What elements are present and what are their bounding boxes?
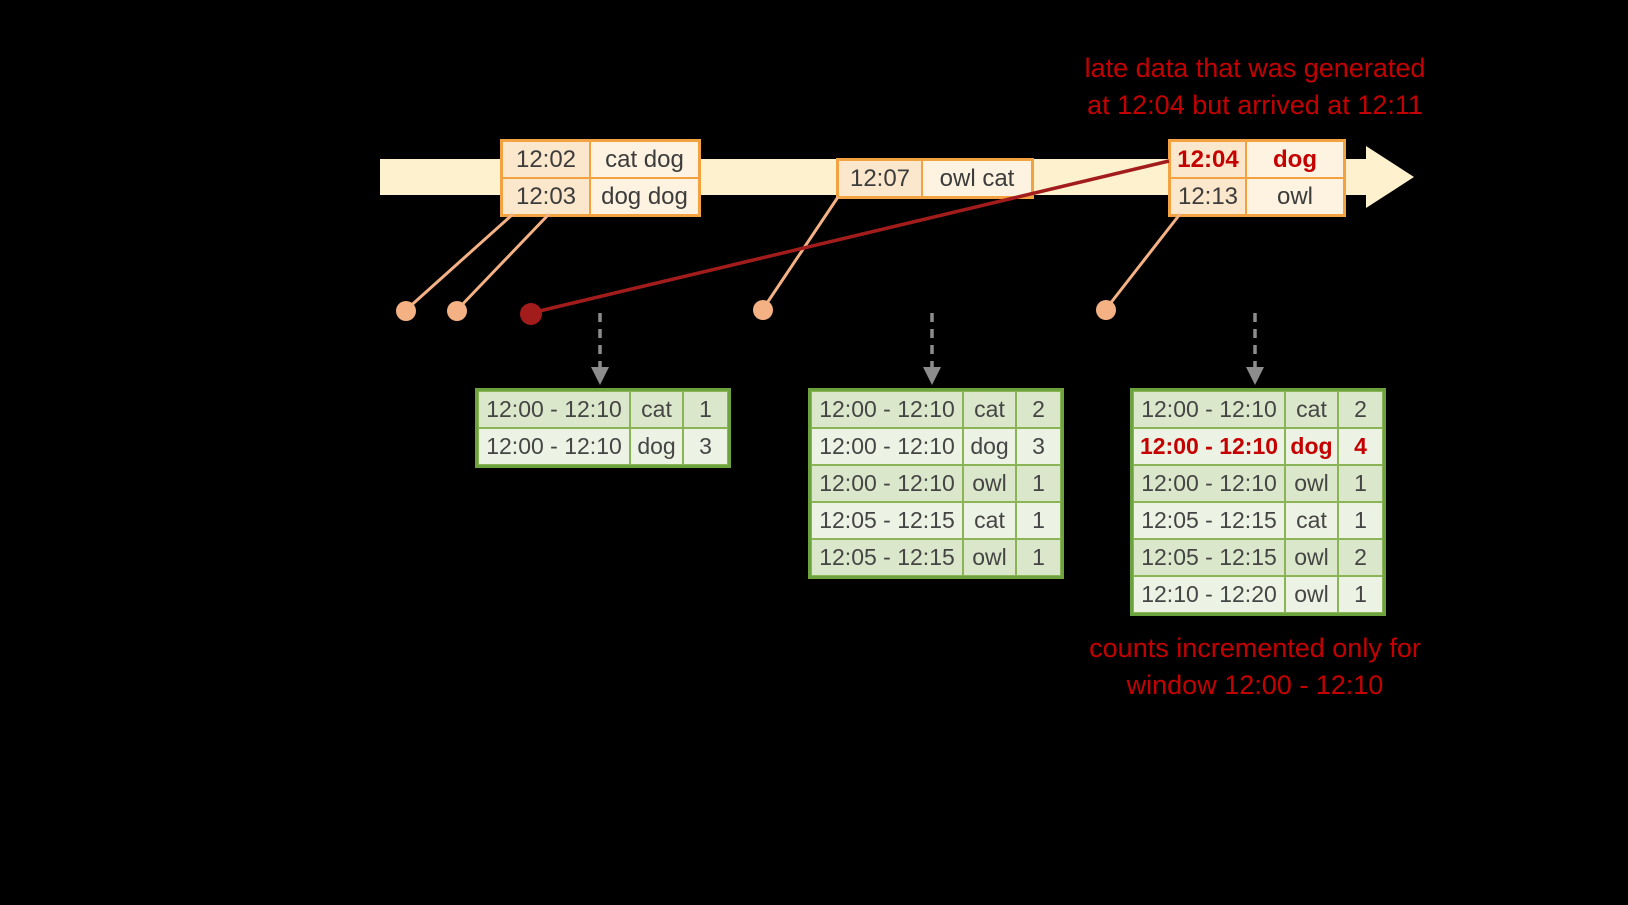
window-cell: 12:05 - 12:15 <box>1133 502 1285 539</box>
table-row: 12:00 - 12:10 cat 1 <box>478 391 728 428</box>
count-cell: 1 <box>1016 465 1061 502</box>
event-row: 12:03 dog dog <box>502 178 699 215</box>
word-cell: owl <box>963 465 1016 502</box>
count-cell: 3 <box>1016 428 1061 465</box>
count-cell: 1 <box>1016 539 1061 576</box>
count-cell: 1 <box>1338 502 1383 539</box>
word-cell: cat <box>963 391 1016 428</box>
window-cell: 12:00 - 12:10 <box>478 428 630 465</box>
word-cell: owl <box>1285 465 1338 502</box>
counts-incremented-annotation-line1: counts incremented only for <box>1089 633 1421 663</box>
window-cell: 12:05 - 12:15 <box>811 502 963 539</box>
window-cell: 12:10 - 12:20 <box>1133 576 1285 613</box>
trigger-arrow-head <box>923 367 941 385</box>
word-cell: cat <box>1285 502 1338 539</box>
table-row: 12:00 - 12:10 owl 1 <box>1133 465 1383 502</box>
event-connector-line <box>404 212 515 312</box>
trigger-arrow-head <box>1246 367 1264 385</box>
event-box-3: 12:04 dog 12:13 owl <box>1168 139 1346 217</box>
event-box-2: 12:07 owl cat <box>836 158 1034 199</box>
table-row: 12:10 - 12:20 owl 1 <box>1133 576 1383 613</box>
counts-incremented-annotation-line2: window 12:00 - 12:10 <box>1126 670 1384 700</box>
event-time: 12:04 <box>1170 141 1246 178</box>
table-row: 12:00 - 12:10 cat 2 <box>811 391 1061 428</box>
word-cell: dog <box>963 428 1016 465</box>
event-row: 12:07 owl cat <box>838 160 1032 197</box>
event-row: 12:13 owl <box>1170 178 1344 215</box>
count-cell: 1 <box>683 391 728 428</box>
word-cell: cat <box>630 391 683 428</box>
updated-late-row: 12:00 - 12:10 dog 4 <box>1133 428 1383 465</box>
trigger-arrow-head <box>591 367 609 385</box>
count-cell: 1 <box>1016 502 1061 539</box>
window-cell: 12:00 - 12:10 <box>811 428 963 465</box>
event-dot <box>1096 300 1116 320</box>
count-cell: 2 <box>1016 391 1061 428</box>
word-cell: dog <box>630 428 683 465</box>
table-row: 12:00 - 12:10 dog 3 <box>811 428 1061 465</box>
word-cell: dog <box>1285 428 1338 465</box>
window-cell: 12:00 - 12:10 <box>811 391 963 428</box>
event-time: 12:07 <box>838 160 922 197</box>
late-data-annotation: late data that was generated at 12:04 bu… <box>1020 50 1490 124</box>
event-words: cat dog <box>590 141 699 178</box>
window-cell: 12:05 - 12:15 <box>1133 539 1285 576</box>
table-row: 12:05 - 12:15 cat 1 <box>1133 502 1383 539</box>
count-cell: 1 <box>1338 465 1383 502</box>
table-row: 12:05 - 12:15 cat 1 <box>811 502 1061 539</box>
event-connector-line <box>455 212 551 312</box>
count-cell: 2 <box>1338 539 1383 576</box>
word-cell: cat <box>963 502 1016 539</box>
count-cell: 1 <box>1338 576 1383 613</box>
count-cell: 3 <box>683 428 728 465</box>
table-row: 12:00 - 12:10 cat 2 <box>1133 391 1383 428</box>
word-cell: owl <box>1285 539 1338 576</box>
event-time: 12:03 <box>502 178 590 215</box>
table-row: 12:05 - 12:15 owl 2 <box>1133 539 1383 576</box>
table-row: 12:05 - 12:15 owl 1 <box>811 539 1061 576</box>
event-box-1: 12:02 cat dog 12:03 dog dog <box>500 139 701 217</box>
result-table-1: 12:00 - 12:10 cat 1 12:00 - 12:10 dog 3 <box>475 388 731 468</box>
window-cell: 12:05 - 12:15 <box>811 539 963 576</box>
event-connector-line <box>761 196 840 310</box>
event-dot <box>753 300 773 320</box>
event-connector-line <box>1104 213 1182 310</box>
count-cell: 2 <box>1338 391 1383 428</box>
event-words: owl cat <box>922 160 1032 197</box>
window-cell: 12:00 - 12:10 <box>1133 465 1285 502</box>
word-cell: owl <box>963 539 1016 576</box>
window-cell: 12:00 - 12:10 <box>1133 428 1285 465</box>
count-cell: 4 <box>1338 428 1383 465</box>
event-words: owl <box>1246 178 1344 215</box>
window-cell: 12:00 - 12:10 <box>478 391 630 428</box>
late-event-row: 12:04 dog <box>1170 141 1344 178</box>
event-dot <box>447 301 467 321</box>
window-cell: 12:00 - 12:10 <box>811 465 963 502</box>
counts-incremented-annotation: counts incremented only for window 12:00… <box>1030 630 1480 704</box>
event-time: 12:02 <box>502 141 590 178</box>
event-row: 12:02 cat dog <box>502 141 699 178</box>
window-cell: 12:00 - 12:10 <box>1133 391 1285 428</box>
word-cell: cat <box>1285 391 1338 428</box>
late-data-annotation-line2: at 12:04 but arrived at 12:11 <box>1087 90 1423 120</box>
event-time: 12:13 <box>1170 178 1246 215</box>
event-words: dog <box>1246 141 1344 178</box>
late-data-annotation-line1: late data that was generated <box>1084 53 1426 83</box>
table-row: 12:00 - 12:10 dog 3 <box>478 428 728 465</box>
result-table-2: 12:00 - 12:10 cat 2 12:00 - 12:10 dog 3 … <box>808 388 1064 579</box>
event-words: dog dog <box>590 178 699 215</box>
late-event-dot <box>520 303 542 325</box>
result-table-3: 12:00 - 12:10 cat 2 12:00 - 12:10 dog 4 … <box>1130 388 1386 616</box>
event-dot <box>396 301 416 321</box>
word-cell: owl <box>1285 576 1338 613</box>
table-row: 12:00 - 12:10 owl 1 <box>811 465 1061 502</box>
